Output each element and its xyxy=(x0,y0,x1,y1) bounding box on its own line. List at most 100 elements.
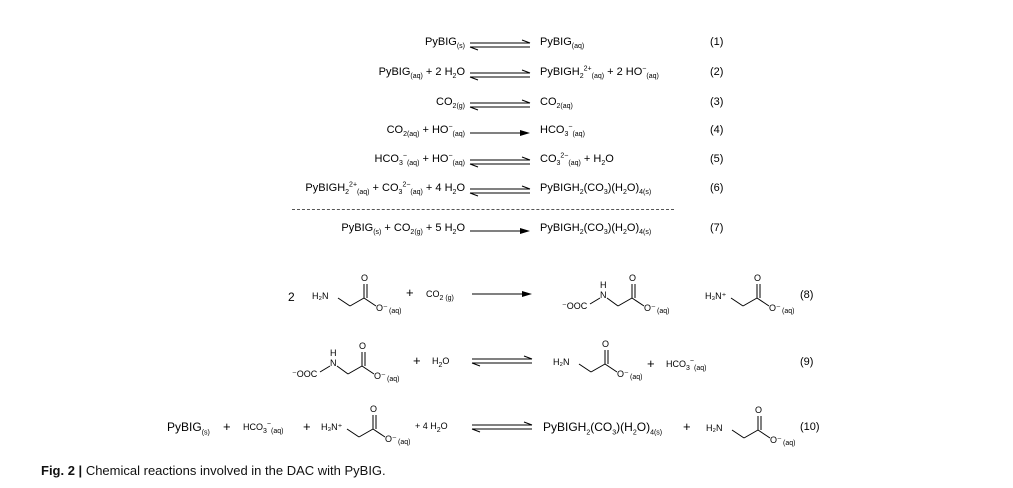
forward-arrow xyxy=(472,291,532,297)
rhs-token: 2 xyxy=(601,160,606,168)
pybig-carbonate-hydrate: PyBIGH2(CO3)(H2O)4(s) xyxy=(543,420,662,437)
aq-label: (aq) xyxy=(657,308,670,315)
o-minus-label: O⁻ xyxy=(617,369,629,379)
equilibrium-arrow xyxy=(471,421,533,433)
lhs-token: 3 xyxy=(398,189,403,197)
rhs-token: 2− xyxy=(560,152,569,160)
amine-label: H₂N xyxy=(312,291,329,301)
aq-label: (aq) xyxy=(783,440,796,447)
co2-state: 2 (g) xyxy=(439,294,454,302)
o-double-label: O xyxy=(754,273,762,283)
lhs-token: + 5 H xyxy=(422,222,453,234)
o-double-label: O xyxy=(359,341,367,351)
aq-label: (aq) xyxy=(782,308,795,315)
lhs-token: 2(aq) xyxy=(403,131,420,139)
rhs-token: 2 xyxy=(623,229,627,237)
reaction-number: (9) xyxy=(800,356,814,368)
amine-label: H₂N xyxy=(706,423,723,433)
sub-2: 2 xyxy=(436,426,441,434)
pybig-label: PyBIG xyxy=(167,420,202,434)
h-label: H xyxy=(432,356,439,366)
reaction-rhs: CO2(aq) xyxy=(540,96,573,110)
lhs-token: CO xyxy=(436,96,453,108)
t2: (CO xyxy=(590,420,613,434)
reaction-lhs: PyBIG(s) + CO2(g) + 5 H2O xyxy=(341,222,465,237)
rhs-token: (CO xyxy=(583,182,604,194)
n-label: N xyxy=(330,358,337,368)
lhs-token: (aq) xyxy=(410,189,423,197)
plus-sign: + xyxy=(223,419,231,434)
reaction-rhs: PyBIGH22+(aq) + 2 HO−(aq) xyxy=(540,65,659,81)
amine-label: H₃N⁺ xyxy=(321,422,343,432)
lhs-token: + HO xyxy=(419,153,449,165)
lhs-token: − xyxy=(448,123,453,131)
reaction-number: (7) xyxy=(710,222,724,234)
lhs-token: 2(g) xyxy=(410,229,423,237)
rhs-token: (aq) xyxy=(568,160,581,168)
lhs-token: 2 xyxy=(345,189,350,197)
plus-sign: + xyxy=(683,419,691,434)
lhs-token: PyBIG xyxy=(378,66,411,78)
reaction-lhs: CO2(aq) + HO−(aq) xyxy=(387,123,465,139)
amine-label: H₃N⁺ xyxy=(705,291,727,301)
lhs-token: HCO xyxy=(374,153,399,165)
water: H2O xyxy=(432,356,449,369)
rhs-token: 3 xyxy=(603,229,608,237)
o-double-label: O xyxy=(370,404,378,414)
rhs-token: CO xyxy=(540,96,557,108)
rhs-token: CO xyxy=(540,153,557,165)
aq-label: (aq) xyxy=(389,308,402,315)
reaction-rhs: PyBIG(aq) xyxy=(540,36,584,50)
plus-sign: + xyxy=(303,419,311,434)
s2: 3 xyxy=(612,429,617,437)
reaction-number: (6) xyxy=(710,182,724,194)
n-label: N xyxy=(600,290,607,300)
reaction-rhs: PyBIGH2(CO3)(H2O)4(s) xyxy=(540,222,651,237)
lhs-token: (aq) xyxy=(406,160,420,168)
rhs-token: (aq) xyxy=(646,73,659,81)
rhs-token: O) xyxy=(626,222,640,234)
equilibrium-arrow xyxy=(469,185,531,197)
bicarbonate: HCO3−(aq) xyxy=(666,358,706,372)
co2-label: CO xyxy=(426,289,440,299)
rhs-token: − xyxy=(642,65,647,73)
o-minus-label: O⁻ xyxy=(385,434,397,444)
amine-label: H₂N xyxy=(553,357,570,367)
rhs-token: 4(s) xyxy=(639,189,652,197)
lhs-token: + CO xyxy=(381,222,411,234)
rhs-token: PyBIGH xyxy=(540,66,580,78)
lhs-token: 2(g) xyxy=(452,103,465,111)
reaction-lhs: PyBIGH22+(aq) + CO32−(aq) + 4 H2O xyxy=(305,181,465,197)
rhs-token: O xyxy=(605,153,614,165)
plus-sign: + xyxy=(647,356,655,371)
reaction-rhs: CO32−(aq) + H2O xyxy=(540,152,614,168)
reaction-number: (5) xyxy=(710,153,724,165)
reaction-number: (1) xyxy=(710,36,724,48)
caption-text: Chemical reactions involved in the DAC w… xyxy=(82,463,386,478)
dashed-separator xyxy=(292,209,674,210)
h-label: H xyxy=(330,348,337,358)
plus-sign: + xyxy=(413,353,421,368)
o-minus-label: O⁻ xyxy=(374,371,386,381)
lhs-token: O xyxy=(456,66,465,78)
reaction-number: (3) xyxy=(710,96,724,108)
rhs-token: PyBIGH xyxy=(540,182,580,194)
sub-2: 2 xyxy=(438,361,443,369)
rhs-token: + H xyxy=(580,153,602,165)
aq-label: (aq) xyxy=(630,374,643,381)
reaction-lhs: HCO3−(aq) + HO−(aq) xyxy=(374,152,466,168)
lhs-token: PyBIG xyxy=(425,36,457,48)
state: (aq) xyxy=(271,427,284,435)
lhs-token: + CO xyxy=(369,182,399,194)
lhs-token: 2− xyxy=(402,181,411,189)
s1: 2 xyxy=(586,429,591,437)
rhs-token: HCO xyxy=(540,124,565,136)
lhs-token: 2+ xyxy=(349,181,358,189)
reaction-lhs: PyBIG(aq) + 2 H2O xyxy=(378,66,465,80)
rhs-token: (aq) xyxy=(591,73,605,81)
reaction-lhs: PyBIG(s) xyxy=(425,36,465,50)
rhs-token: 2 xyxy=(579,229,584,237)
o-minus-label: O⁻ xyxy=(644,303,656,313)
equilibrium-arrow xyxy=(471,355,533,367)
lhs-token: − xyxy=(448,152,453,160)
